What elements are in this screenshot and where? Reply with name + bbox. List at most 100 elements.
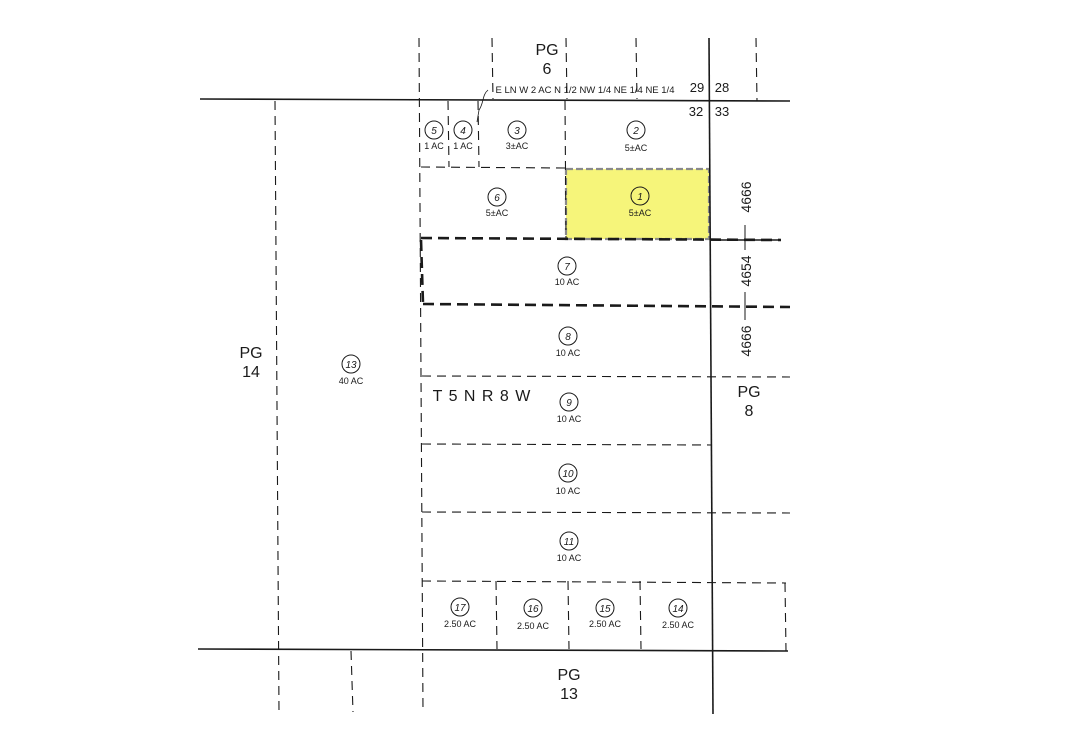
section-29-label: 29 bbox=[690, 80, 704, 95]
top-line-c bbox=[635, 37, 638, 100]
page-ref-right-number[interactable]: 8 bbox=[745, 403, 754, 420]
parcel-circle bbox=[668, 598, 688, 618]
parcel-circle bbox=[487, 187, 507, 207]
parcel-acreage: 5±AC bbox=[625, 143, 648, 153]
bottom-line-a bbox=[350, 650, 354, 713]
parcel-acreage: 2.50 AC bbox=[589, 619, 622, 629]
lot-line-west bbox=[274, 100, 280, 713]
parcel-6-marker[interactable]: 6 5±AC bbox=[486, 187, 509, 218]
parcel-7-boundary bbox=[419, 236, 791, 309]
parcel-13-marker[interactable]: 13 40 AC bbox=[339, 354, 364, 386]
top-line-b bbox=[565, 37, 568, 100]
parcel-number: 10 bbox=[562, 469, 574, 480]
dimension-top-bg bbox=[738, 176, 752, 218]
parcel-acreage: 1 AC bbox=[424, 141, 444, 151]
lot-line-east-tail bbox=[784, 582, 787, 652]
parcel-2-marker[interactable]: 2 5±AC bbox=[625, 120, 648, 153]
parcel-circle bbox=[557, 256, 577, 276]
dimension-bottom-bg bbox=[738, 320, 752, 362]
north-section-line bbox=[199, 98, 791, 102]
parcel-acreage: 5±AC bbox=[629, 208, 652, 218]
parcel-1-marker[interactable]: 1 5±AC bbox=[629, 186, 652, 218]
parcel-number: 7 bbox=[564, 262, 570, 273]
parcel-3-marker[interactable]: 3 3±AC bbox=[506, 120, 529, 151]
parcel-10-marker[interactable]: 10 10 AC bbox=[556, 463, 581, 496]
parcel-acreage: 40 AC bbox=[339, 376, 364, 386]
parcel-4-marker[interactable]: 4 1 AC bbox=[453, 120, 473, 151]
parcel-15-marker[interactable]: 15 2.50 AC bbox=[589, 598, 622, 629]
lot-line-17-16 bbox=[495, 580, 498, 650]
parcel-circle bbox=[450, 597, 470, 617]
dimension-bottom-label: 4666 bbox=[738, 325, 754, 356]
parcel-number: 16 bbox=[527, 604, 539, 615]
parcel-acreage: 10 AC bbox=[556, 348, 581, 358]
parcel-acreage: 2.50 AC bbox=[517, 621, 550, 631]
lot-line-11-south bbox=[421, 580, 787, 584]
section-33-label: 33 bbox=[715, 104, 729, 119]
parcel-circle bbox=[507, 120, 527, 140]
lot-line-5-4 bbox=[447, 100, 450, 168]
lot-line-15-14 bbox=[639, 580, 642, 650]
lot-line-16-15 bbox=[567, 580, 570, 650]
parcel-number: 5 bbox=[431, 126, 437, 137]
page-ref-top-label: PG bbox=[535, 42, 558, 59]
parcel-9-marker[interactable]: 9 10 AC bbox=[557, 392, 582, 424]
lot-line-mid bbox=[418, 37, 424, 713]
parcel-5-marker[interactable]: 5 1 AC bbox=[424, 120, 444, 151]
lot-line-9-10 bbox=[421, 443, 712, 446]
south-boundary-line bbox=[197, 648, 789, 652]
parcel-acreage: 2.50 AC bbox=[444, 619, 477, 629]
parcel-circle bbox=[559, 392, 579, 412]
parcel-number: 4 bbox=[460, 126, 466, 137]
dimension-middle-label: 4654 bbox=[738, 255, 754, 286]
parcel-acreage: 1 AC bbox=[453, 141, 473, 151]
lot-line-4-3 bbox=[477, 100, 480, 168]
parcel-acreage: 3±AC bbox=[506, 141, 529, 151]
parcel-acreage: 2.50 AC bbox=[662, 620, 695, 630]
legal-description-note: E LN W 2 AC N 1/2 NW 1/4 NE 1/4 NE 1/4 bbox=[496, 85, 675, 96]
parcel-acreage: 10 AC bbox=[557, 414, 582, 424]
parcel-circle bbox=[453, 120, 473, 140]
parcel-circle bbox=[424, 120, 444, 140]
dimension-middle-bg bbox=[738, 250, 752, 292]
parcel-7-marker[interactable]: 7 10 AC bbox=[555, 256, 580, 287]
parcel-circle bbox=[595, 598, 615, 618]
parcel-8-marker[interactable]: 8 10 AC bbox=[556, 326, 581, 358]
parcel-number: 15 bbox=[599, 604, 611, 615]
lot-line-8-9 bbox=[421, 375, 791, 378]
parcel-number: 14 bbox=[672, 604, 684, 615]
parcel-number: 11 bbox=[564, 537, 574, 548]
parcel-circle bbox=[558, 326, 578, 346]
township-range-label: T 5 N R 8 W bbox=[433, 388, 532, 405]
parcel-number: 8 bbox=[565, 332, 571, 343]
lot-line-6-north bbox=[420, 166, 566, 169]
parcel-number: 17 bbox=[454, 603, 466, 614]
page-ref-bottom-number[interactable]: 13 bbox=[560, 686, 578, 703]
parcel-17-marker[interactable]: 17 2.50 AC bbox=[444, 597, 477, 629]
section-28-label: 28 bbox=[715, 80, 729, 95]
parcel-16-marker[interactable]: 16 2.50 AC bbox=[517, 598, 550, 631]
parcel-11-marker[interactable]: 11 10 AC bbox=[557, 531, 582, 563]
parcel-acreage: 5±AC bbox=[486, 208, 509, 218]
parcel-number: 13 bbox=[345, 360, 357, 371]
parcel-14-marker[interactable]: 14 2.50 AC bbox=[662, 598, 695, 630]
parcel-circle bbox=[626, 120, 646, 140]
parcel-circle bbox=[558, 463, 578, 483]
section-32-label: 32 bbox=[689, 104, 703, 119]
lot-line-10-11 bbox=[421, 511, 791, 514]
page-ref-left-number[interactable]: 14 bbox=[242, 364, 260, 381]
page-ref-bottom-label: PG bbox=[557, 667, 580, 684]
dimension-top-label: 4666 bbox=[738, 181, 754, 212]
parcel-number: 9 bbox=[566, 398, 572, 409]
parcel-circle bbox=[523, 598, 543, 618]
parcel-circle bbox=[630, 186, 650, 206]
parcel-acreage: 10 AC bbox=[555, 277, 580, 287]
parcel-number: 6 bbox=[494, 193, 500, 204]
parcel-circle bbox=[341, 354, 361, 374]
parcel-number: 3 bbox=[514, 126, 520, 137]
legal-note-leader bbox=[476, 89, 489, 123]
page-ref-top-number[interactable]: 6 bbox=[543, 61, 552, 78]
parcel-circle bbox=[559, 531, 579, 551]
